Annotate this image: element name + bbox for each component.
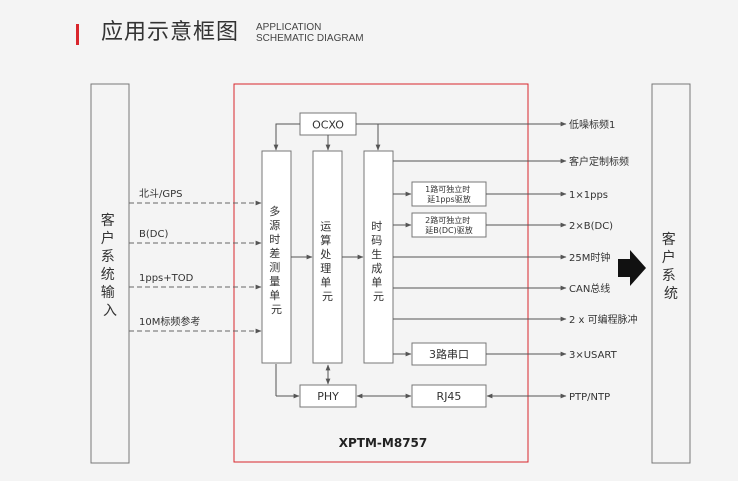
pps-driver-label: 1路可独立时 延1pps驱放 bbox=[425, 184, 473, 204]
module-model: XPTM-M8757 bbox=[339, 436, 428, 450]
rj45-box bbox=[411, 384, 487, 408]
ocxo-connections bbox=[273, 121, 567, 151]
output-label-2bdc: 2×B(DC) bbox=[569, 221, 613, 232]
customer-output-label: 客 户 系 统 bbox=[662, 231, 680, 302]
input-connections bbox=[129, 200, 262, 334]
output-label-ptp-ntp: PTP/NTP bbox=[569, 392, 610, 403]
measure-unit-label: 多 源 时 差 测 量 单 元 bbox=[269, 204, 284, 316]
output-label-pulse: 2 x 可编程脉冲 bbox=[569, 313, 638, 326]
ocxo-label: OCXO bbox=[312, 119, 344, 132]
page-title: 应用示意框图 bbox=[101, 20, 240, 45]
unit-connections bbox=[275, 254, 567, 399]
input-label-pps-tod: 1pps+TOD bbox=[139, 273, 194, 284]
output-label-usart: 3×USART bbox=[569, 350, 618, 361]
input-label-beidou-gps: 北斗/GPS bbox=[139, 188, 183, 200]
subtitle-line-1: APPLICATION bbox=[256, 22, 322, 33]
big-arrow-icon bbox=[618, 250, 646, 286]
output-label-custom-freq: 客户定制标频 bbox=[569, 155, 629, 168]
module-boundary bbox=[233, 83, 529, 463]
serial-port-label: 3路串口 bbox=[429, 348, 469, 361]
rj45-label: RJ45 bbox=[437, 390, 462, 403]
subtitle-line-2: SCHEMATIC DIAGRAM bbox=[256, 33, 364, 44]
timecode-unit-label: 时 码 生 成 单 元 bbox=[371, 220, 386, 303]
output-connections bbox=[393, 158, 567, 357]
timecode-generation-unit bbox=[363, 150, 394, 364]
output-label-can: CAN总线 bbox=[569, 282, 610, 295]
page-subtitle: APPLICATION SCHEMATIC DIAGRAM bbox=[256, 22, 364, 44]
output-label-1pps: 1×1pps bbox=[569, 190, 608, 201]
phy-label: PHY bbox=[317, 390, 339, 403]
input-label-bdc: B(DC) bbox=[139, 229, 168, 240]
customer-input-label: 客 户 系 统 输 入 bbox=[101, 212, 119, 319]
customer-output-panel bbox=[651, 83, 691, 464]
input-labels: 北斗/GPS B(DC) 1pps+TOD 10M标频参考 bbox=[139, 188, 200, 328]
customer-input-panel bbox=[90, 83, 130, 464]
input-label-10m-ref: 10M标频参考 bbox=[139, 315, 200, 328]
compute-unit-label: 运 算 处 理 单 元 bbox=[320, 220, 335, 303]
output-labels: 低噪标频1 客户定制标频 1×1pps 2×B(DC) 25M时钟 CAN总线 … bbox=[569, 118, 638, 403]
header-accent-bar bbox=[76, 24, 79, 45]
bdc-driver-label: 2路可独立时 延B(DC)驱放 bbox=[425, 215, 473, 235]
output-label-low-noise: 低噪标频1 bbox=[569, 118, 615, 131]
phy-box bbox=[299, 384, 357, 408]
multi-source-measure-unit bbox=[261, 150, 292, 364]
output-label-25m: 25M时钟 bbox=[569, 251, 610, 264]
bdc-driver-box bbox=[411, 212, 487, 238]
